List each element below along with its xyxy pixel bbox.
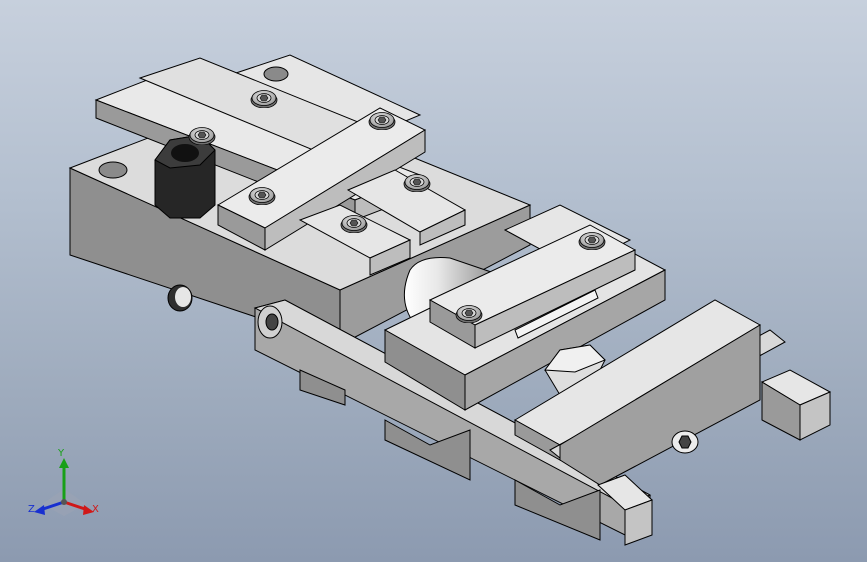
axis-label-y: Y — [58, 448, 65, 459]
axis-label-x: X — [92, 504, 99, 515]
link-end-stub[interactable] — [597, 474, 653, 546]
rail-end-stub[interactable] — [760, 369, 832, 441]
screw-6 — [340, 215, 368, 233]
screw-1 — [250, 90, 278, 108]
guide-rail-right[interactable] — [514, 299, 786, 486]
hex-nut[interactable] — [154, 134, 216, 219]
inner-block-right[interactable] — [346, 169, 467, 246]
screw-8 — [455, 305, 483, 323]
screw-7 — [578, 232, 606, 250]
screw-5 — [248, 187, 276, 205]
screw-4 — [403, 174, 431, 192]
support-feet[interactable] — [299, 369, 601, 541]
axis-label-z: Z — [28, 504, 35, 515]
orientation-triad[interactable]: Y X Z — [22, 444, 112, 534]
screw-2 — [368, 112, 396, 130]
screw-3 — [188, 127, 216, 145]
triad-icon — [34, 458, 94, 516]
